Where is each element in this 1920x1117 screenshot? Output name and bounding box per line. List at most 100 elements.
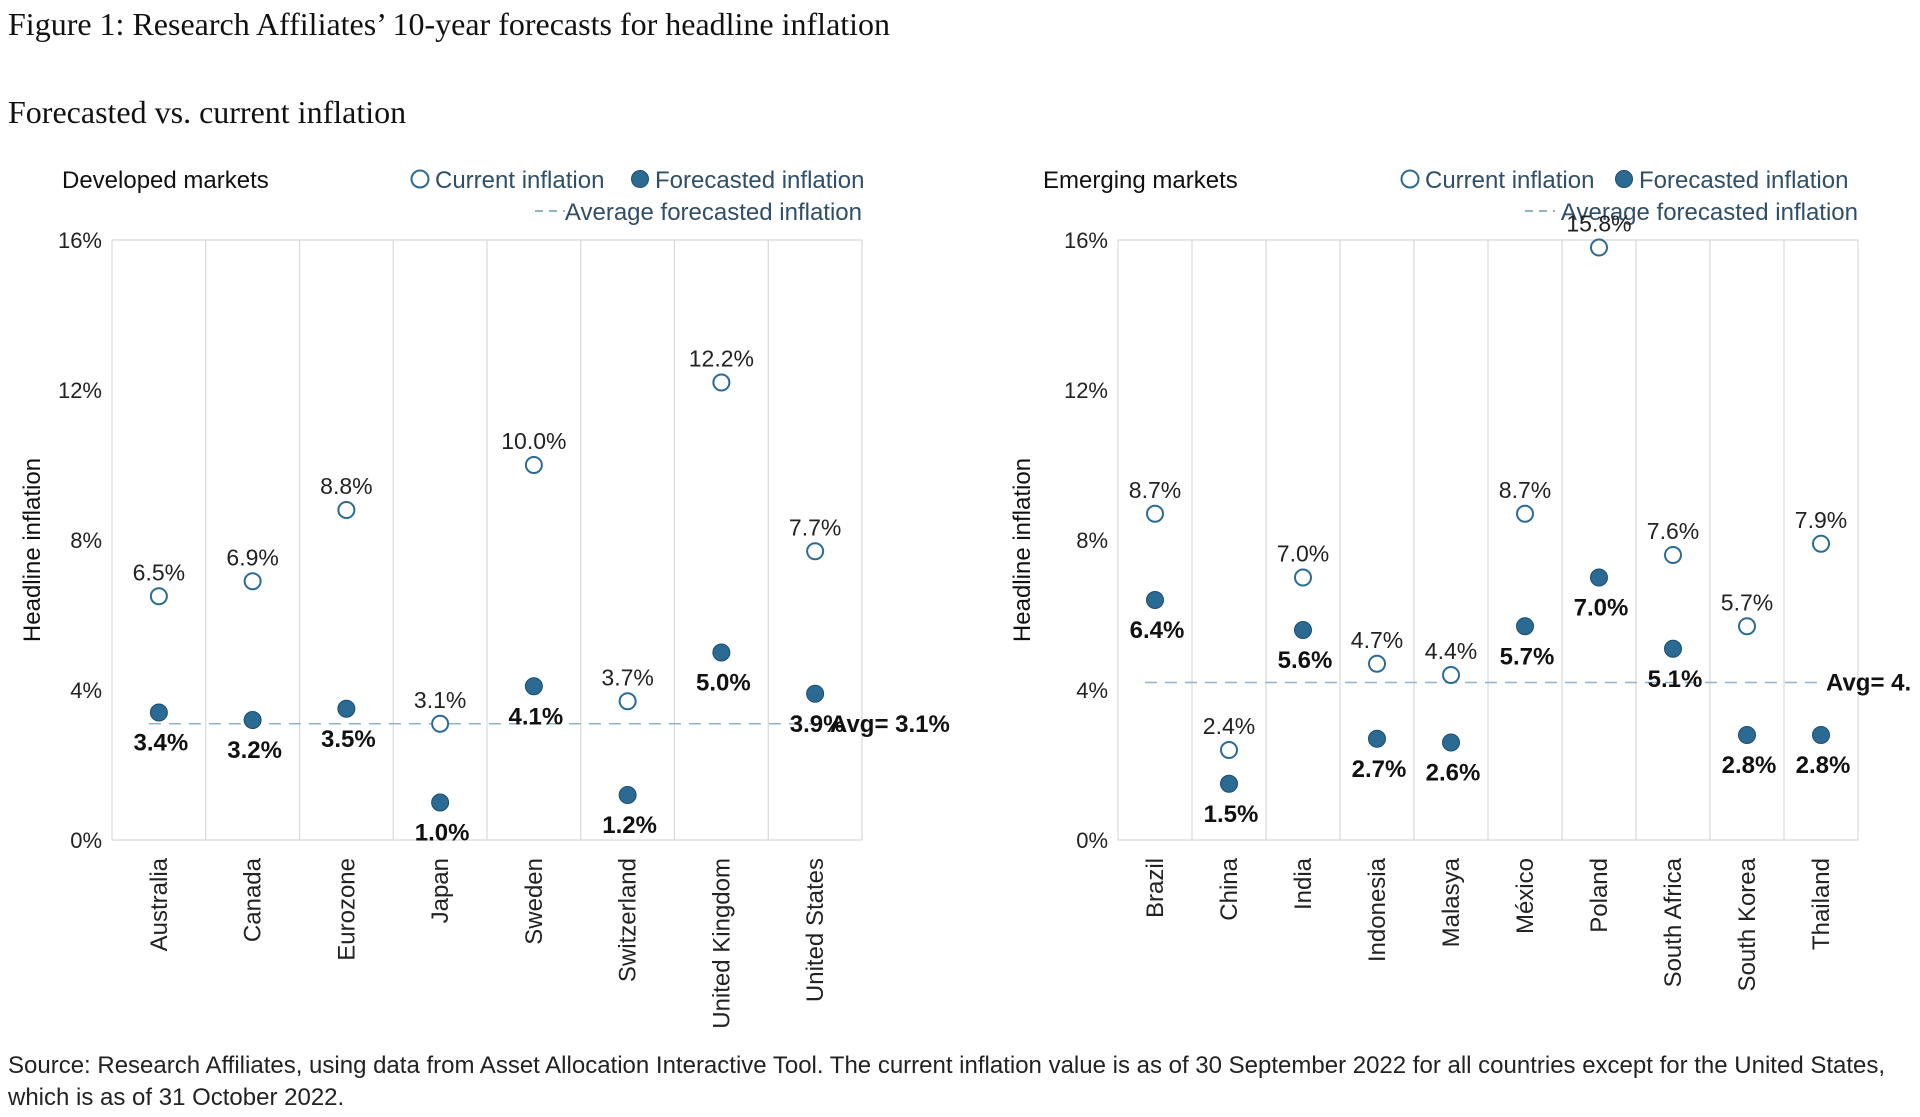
y-tick-label: 8% (70, 528, 102, 553)
forecast-point-mexico (1516, 617, 1534, 636)
current-label-united-kingdom: 12.2% (689, 346, 754, 372)
forecast-label-mexico: 5.7% (1500, 643, 1555, 670)
current-point-switzerland (618, 692, 637, 711)
forecast-label-brazil: 6.4% (1130, 617, 1185, 644)
forecast-label-malasya: 2.6% (1426, 760, 1481, 787)
x-tick-label-poland: Poland (1586, 858, 1613, 933)
forecast-label-india: 5.6% (1278, 647, 1333, 674)
forecast-point-japan (431, 793, 450, 812)
current-label-south-korea: 5.7% (1721, 589, 1773, 615)
x-tick-label-china: China (1216, 857, 1243, 920)
panel-title: Developed markets (62, 167, 269, 194)
forecast-point-thailand (1812, 726, 1830, 744)
legend-current-label: Current inflation (435, 167, 604, 194)
forecast-point-eurozone (337, 699, 356, 718)
current-label-australia: 6.5% (133, 559, 185, 585)
current-label-sweden: 10.0% (501, 428, 566, 454)
x-tick-label-mexico: México (1512, 858, 1539, 934)
forecast-label-australia: 3.4% (134, 730, 189, 757)
current-label-china: 2.4% (1203, 713, 1255, 739)
legend-forecast-marker (1615, 170, 1633, 188)
legend-current-label: Current inflation (1425, 167, 1594, 194)
legend-average-label: Average forecasted inflation (1561, 199, 1858, 226)
x-tick-label-malasya: Malasya (1438, 857, 1465, 947)
y-tick-label: 8% (1076, 528, 1108, 553)
y-tick-label: 12% (58, 378, 102, 403)
current-label-south-africa: 7.6% (1647, 518, 1699, 544)
forecast-label-thailand: 2.8% (1796, 752, 1851, 779)
forecast-point-south-korea (1738, 726, 1756, 744)
x-tick-label-thailand: Thailand (1808, 858, 1835, 950)
forecast-point-indonesia (1368, 729, 1386, 748)
y-tick-label: 4% (70, 678, 102, 703)
forecast-label-united-kingdom: 5.0% (696, 670, 751, 697)
x-tick-label-switzerland: Switzerland (615, 858, 642, 982)
forecast-label-eurozone: 3.5% (321, 726, 376, 753)
legend-current-marker (410, 169, 430, 189)
x-tick-label-sweden: Sweden (521, 858, 548, 945)
forecast-label-poland: 7.0% (1574, 595, 1629, 622)
y-tick-label: 12% (1064, 378, 1108, 403)
forecast-point-india (1294, 621, 1312, 639)
y-tick-label: 16% (1064, 228, 1108, 253)
average-label: Avg= 4.2% (1826, 670, 1910, 697)
forecast-point-united-states (806, 684, 825, 703)
x-tick-label-canada: Canada (240, 857, 267, 942)
current-point-indonesia (1368, 654, 1386, 673)
forecast-label-south-korea: 2.8% (1722, 752, 1777, 779)
current-point-eurozone (337, 501, 356, 519)
current-point-australia (149, 587, 168, 606)
source-note: Source: Research Affiliates, using data … (8, 1052, 1886, 1111)
y-tick-label: 0% (70, 828, 102, 853)
x-tick-label-united-states: United States (802, 858, 829, 1002)
developed-markets-panel: Developed markets Current inflation Foreca… (19, 150, 950, 1035)
x-tick-label-south-korea: South Korea (1734, 857, 1761, 991)
x-tick-label-united-kingdom: United Kingdom (708, 858, 735, 1029)
current-label-japan: 3.1% (414, 687, 466, 713)
legend-forecast-label: Forecasted inflation (655, 167, 864, 194)
forecast-point-sweden (524, 677, 543, 696)
forecast-point-malasya (1442, 733, 1460, 752)
forecast-label-indonesia: 2.7% (1352, 756, 1407, 783)
y-axis-label: Headline inflation (1010, 458, 1036, 642)
current-label-united-states: 7.7% (789, 514, 841, 540)
current-label-thailand: 7.9% (1795, 507, 1847, 533)
current-label-mexico: 8.7% (1499, 477, 1551, 503)
average-label: Avg= 3.1% (830, 711, 950, 738)
forecast-label-south-africa: 5.1% (1648, 666, 1703, 693)
current-point-united-states (806, 542, 825, 561)
forecast-label-united-states: 3.9% (790, 711, 845, 738)
current-label-poland: 15.8% (1566, 211, 1631, 237)
current-point-sweden (524, 456, 543, 474)
current-point-japan (431, 714, 450, 733)
y-tick-label: 4% (1076, 678, 1108, 703)
current-point-poland (1590, 238, 1608, 257)
x-tick-label-south-africa: South Africa (1660, 857, 1687, 987)
forecast-point-switzerland (618, 786, 637, 804)
current-point-thailand (1812, 534, 1830, 553)
forecast-point-south-africa (1664, 639, 1682, 658)
forecast-point-canada (243, 711, 262, 729)
forecast-label-switzerland: 1.2% (602, 812, 657, 839)
x-tick-label-japan: Japan (427, 858, 454, 923)
current-point-india (1294, 568, 1312, 587)
x-tick-label-eurozone: Eurozone (333, 858, 360, 961)
current-label-india: 7.0% (1277, 541, 1329, 567)
current-label-indonesia: 4.7% (1351, 627, 1403, 653)
forecast-point-brazil (1146, 591, 1164, 609)
current-point-canada (243, 572, 262, 591)
x-tick-label-indonesia: Indonesia (1364, 857, 1391, 962)
x-tick-label-australia: Australia (146, 857, 173, 951)
y-axis-label: Headline inflation (20, 458, 46, 642)
panel-title: Emerging markets (1043, 167, 1238, 194)
current-point-malasya (1442, 666, 1460, 684)
figure-title: Figure 1: Research Affiliates’ 10-year f… (8, 6, 891, 42)
forecast-point-australia (149, 703, 168, 722)
current-label-brazil: 8.7% (1129, 477, 1181, 503)
current-point-brazil (1146, 504, 1164, 523)
forecast-label-sweden: 4.1% (509, 703, 564, 730)
developed-markets-chart: Developed markets Current inflation Foreca… (19, 167, 950, 1029)
